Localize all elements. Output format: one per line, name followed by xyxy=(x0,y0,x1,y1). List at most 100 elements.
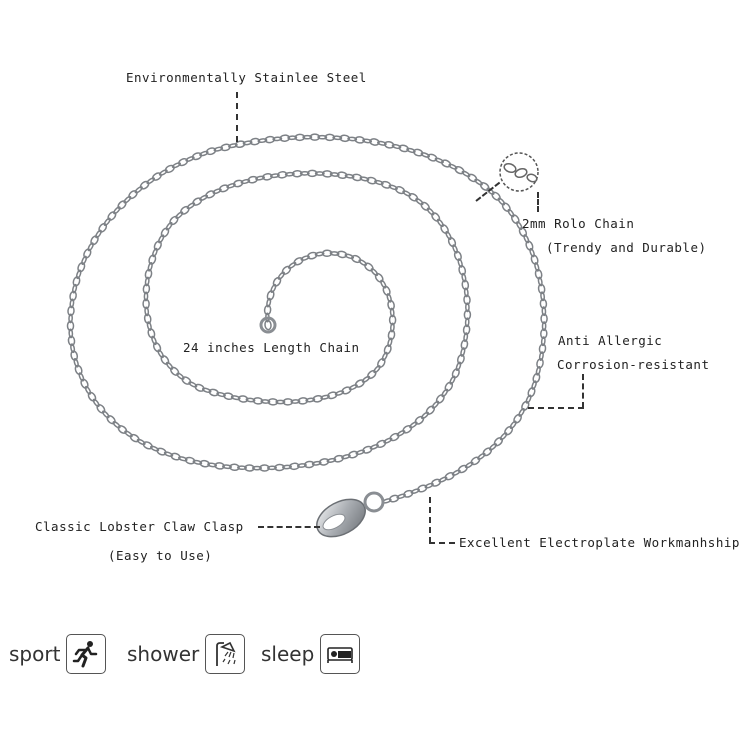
chain-link xyxy=(324,133,336,142)
chain-link xyxy=(69,290,77,302)
chain-link xyxy=(142,441,153,450)
chain-link xyxy=(314,171,325,176)
chain-link xyxy=(147,328,156,339)
chain-link xyxy=(467,173,478,183)
chain-link xyxy=(406,147,416,154)
chain-link xyxy=(146,321,152,331)
chain-link xyxy=(366,176,377,185)
chain-link xyxy=(208,388,220,397)
chain-link xyxy=(185,156,195,162)
allergy-label: Anti Allergic xyxy=(558,333,663,348)
chain-link xyxy=(252,465,262,471)
chain-link xyxy=(370,268,379,277)
leader-workmanship-h xyxy=(429,542,455,544)
chain-link xyxy=(321,170,333,178)
clasp-sublabel: (Easy to Use) xyxy=(108,548,213,563)
chain-link xyxy=(451,368,460,379)
chain-link xyxy=(431,400,440,409)
chain-link xyxy=(497,197,506,206)
chain-link xyxy=(112,421,121,429)
chain-link xyxy=(244,464,255,472)
feature-sport-label: sport xyxy=(9,642,61,666)
chain-link xyxy=(358,259,368,266)
chain-link xyxy=(311,460,322,466)
chain-link xyxy=(291,169,303,178)
chain-link xyxy=(376,439,387,448)
chain-link xyxy=(84,385,92,395)
chain-link xyxy=(414,415,425,425)
chain-link xyxy=(431,212,441,222)
chain-link xyxy=(156,447,167,456)
chain-link xyxy=(518,227,528,238)
chain-link xyxy=(143,291,149,302)
chain-link xyxy=(382,285,391,296)
chain-link xyxy=(192,197,203,206)
chain-link xyxy=(146,177,156,185)
leader-material xyxy=(236,92,238,142)
chain-link xyxy=(334,390,345,396)
chain-link xyxy=(387,299,395,311)
leader-chain-type-b xyxy=(537,192,539,212)
chain-link xyxy=(465,302,470,313)
chain-link xyxy=(486,187,495,196)
chain-link xyxy=(96,404,106,414)
chain-link xyxy=(387,337,393,348)
chain-link xyxy=(425,405,436,415)
chain-link xyxy=(463,287,469,298)
chain-link xyxy=(305,397,316,403)
chain-link xyxy=(396,429,406,437)
chain-link xyxy=(460,339,469,350)
chain-link xyxy=(90,235,99,246)
chain-link xyxy=(507,208,515,218)
chain-link xyxy=(408,192,419,202)
chain-link xyxy=(69,298,75,309)
chain-link xyxy=(207,462,218,468)
chain-link xyxy=(410,488,421,495)
chain-link xyxy=(535,365,541,376)
chain-link xyxy=(369,138,380,146)
chain-zoom-detail xyxy=(499,152,539,192)
chain-link xyxy=(455,361,462,372)
chain-link xyxy=(170,366,180,376)
chain-link xyxy=(470,456,481,466)
chain-link xyxy=(262,172,273,181)
chain-link xyxy=(380,279,387,289)
chain-link xyxy=(538,343,547,355)
chain-link xyxy=(430,478,442,487)
chain-link xyxy=(509,420,517,430)
chain-link xyxy=(220,143,231,152)
chain-link xyxy=(287,261,297,269)
chain-link xyxy=(388,314,397,326)
chain-link xyxy=(281,265,292,275)
chain-link xyxy=(87,242,94,252)
chain-link xyxy=(222,464,232,470)
chain-link xyxy=(540,313,548,325)
chain-link xyxy=(369,443,379,450)
feature-shower-label: shower xyxy=(127,642,200,666)
chain-link xyxy=(402,424,413,434)
chain-link xyxy=(274,463,285,472)
chain-link xyxy=(534,262,540,272)
chain-link xyxy=(464,317,470,328)
chain-link xyxy=(263,304,272,316)
chain-link xyxy=(157,234,165,244)
chain-link xyxy=(176,372,185,380)
chain-link xyxy=(374,272,384,283)
chain-link xyxy=(163,451,174,458)
chain-link xyxy=(194,383,205,392)
chain-link xyxy=(440,159,452,168)
chain-link xyxy=(160,355,170,365)
chain-link xyxy=(81,255,88,265)
chain-link xyxy=(355,449,366,456)
chain-link xyxy=(427,153,438,162)
chain-link xyxy=(504,425,514,436)
chain-link xyxy=(68,313,73,324)
chain-link xyxy=(95,229,102,239)
chain-link xyxy=(461,170,471,178)
chain-link xyxy=(531,380,537,390)
chain-link xyxy=(191,152,203,161)
chain-type-label: 2mm Rolo Chain xyxy=(522,216,635,231)
chain-link xyxy=(540,328,548,340)
chain-link xyxy=(367,369,377,380)
chain-link xyxy=(213,146,224,152)
